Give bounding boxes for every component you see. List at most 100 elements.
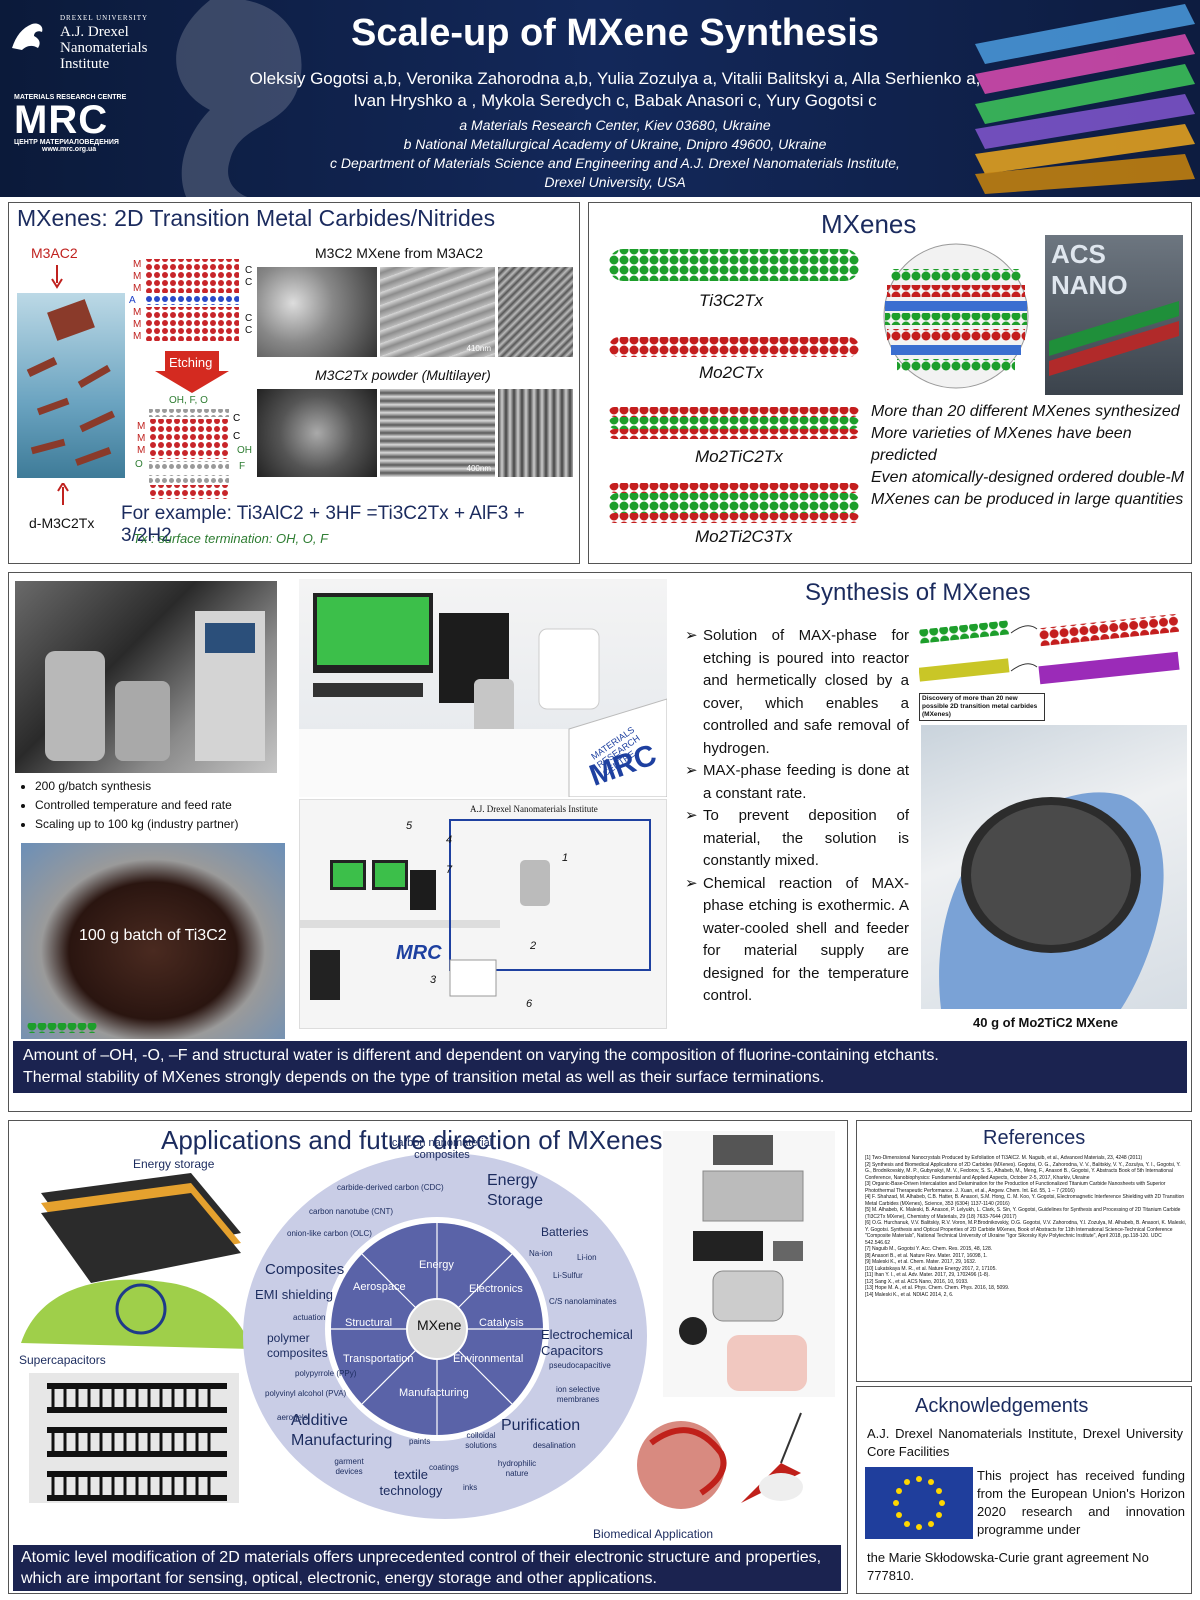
powder-caption: 40 g of Mo2TiC2 MXene: [973, 1015, 1118, 1030]
reference-item: [13] Hope M. A., et al. Phys. Chem. Chem…: [865, 1285, 1010, 1291]
layer-label: M: [133, 319, 141, 330]
small-term: colloidal solutions: [465, 1431, 497, 1450]
small-term: inks: [463, 1483, 478, 1492]
term-electrochemical-capacitors: Electrochemical Capacitors: [541, 1327, 633, 1358]
small-term: paints: [409, 1437, 431, 1446]
panel-mxenes-family: MXenes Ti3C2Tx Mo2CTx Mo2TiC2Tx Mo2Ti2C3…: [588, 202, 1192, 564]
reactor-photo: [15, 581, 277, 773]
m3ac2-label: M3AC2: [31, 245, 78, 261]
sem-image-multilayer: 400nm: [380, 389, 495, 477]
drexel-institute-line-2: Nanomaterials: [60, 40, 148, 56]
discovery-label: Discovery of more than 20 new possible 2…: [919, 693, 1045, 721]
applications-wheel: [243, 1153, 647, 1519]
poster-header: DREXEL UNIVERSITY A.J. Drexel Nanomateri…: [0, 0, 1200, 197]
note-predicted: More varieties of MXenes have been predi…: [871, 425, 1132, 464]
diagram-number: 2: [530, 940, 537, 952]
dm3c2tx-label: d-M3C2Tx: [29, 515, 95, 531]
diagram-number: 5: [406, 820, 413, 832]
cover-art-icon: [1049, 301, 1179, 376]
small-term: hydrophilic nature: [497, 1459, 537, 1478]
affiliations-block: a Materials Research Center, Kiev 03680,…: [200, 116, 1030, 192]
note-synthesized: More than 20 different MXenes synthesize…: [871, 403, 1180, 420]
ack-grant-line: the Marie Skłodowska-Curie grant agreeme…: [867, 1550, 1149, 1583]
authors-block: Oleksiy Gogotsi a,b, Veronika Zahorodna …: [200, 68, 1030, 112]
dragon-watermark-icon: [176, 0, 302, 197]
dragon-icon: [12, 23, 43, 50]
termination-label: OH, F, O: [169, 395, 208, 406]
small-term: garment devices: [334, 1457, 364, 1476]
etched-mxene-structure: OH, F, O M M M O C C OH F: [135, 395, 252, 499]
small-term: Li-ion: [577, 1253, 597, 1262]
mrc-acronym: MRC: [14, 98, 109, 142]
tem-image-layers: [498, 389, 573, 477]
structure-label: Mo2Ti2C3Tx: [695, 527, 793, 546]
term-emi-shielding: EMI shielding: [255, 1287, 334, 1302]
applications-summary-band: Atomic level modification of 2D material…: [13, 1545, 841, 1591]
mxene-sphere-illustration: [883, 243, 1029, 389]
structure-label: Ti3C2Tx: [699, 291, 764, 310]
inner-label: Structural: [345, 1317, 393, 1329]
term-purification: Purification: [501, 1417, 581, 1434]
inner-label: Aerospace: [353, 1281, 406, 1293]
layer-label: C: [245, 325, 252, 336]
center-label: MXene: [417, 1317, 462, 1333]
panel-applications: Applications and future direction of MXe…: [8, 1120, 848, 1594]
sem-image-max-particles: [257, 267, 377, 357]
ack-line-1: A.J. Drexel Nanomaterials Institute, Dre…: [867, 1426, 1183, 1459]
structure-label: Mo2TiC2Tx: [695, 447, 783, 466]
affiliation-b: b National Metallurgical Academy of Ukra…: [403, 136, 827, 152]
small-term: actuation: [293, 1313, 326, 1322]
bullet-item: 200 g/batch synthesis: [35, 777, 238, 796]
mo2ti2c3tx-structure: [609, 483, 859, 523]
drexel-institute-line-1: A.J. Drexel: [60, 24, 129, 40]
reference-item: [12] Sang X., et al. ACS Nano, 2016, 10,…: [865, 1278, 969, 1285]
summary-line-2: Thermal stability of MXenes strongly dep…: [23, 1069, 825, 1086]
termination-note: Tx : surface termination: OH, O, F: [133, 531, 329, 546]
biomedical-illustration: [637, 1412, 803, 1509]
mo2ctx-structure: [609, 337, 859, 357]
authors-line-1: Oleksiy Gogotsi a,b, Veronika Zahorodna …: [249, 69, 981, 88]
term-composites: Composites: [265, 1261, 345, 1278]
small-term: polypyrrole (PPy): [295, 1369, 357, 1378]
phone-parts-icon: [679, 1135, 807, 1391]
step-item: To prevent deposition of material, the s…: [685, 805, 909, 873]
small-term: Li-Sulfur: [553, 1271, 583, 1280]
layer-label: C: [245, 265, 252, 276]
term-polymer-composites: polymer composites: [267, 1331, 328, 1360]
diagram-number: 7: [446, 864, 453, 876]
small-term: textile technology: [379, 1467, 443, 1498]
layer-label: M: [133, 283, 141, 294]
etching-label: Etching: [169, 355, 213, 370]
mrc-url: www.mrc.org.ua: [42, 146, 97, 153]
example-reaction: For example: Ti3AlC2 + 3HF =Ti3C2Tx + Al…: [121, 503, 525, 546]
eu-funding-text: This project has received funding from t…: [977, 1468, 1185, 1537]
small-term: pseudocapacitive: [549, 1361, 611, 1370]
bullet-item: Controlled temperature and feed rate: [35, 796, 238, 815]
diagram-number: 6: [526, 998, 533, 1010]
reference-item: [3] Organic-Base-Driven Intercalation an…: [865, 1181, 1166, 1194]
hood-schematic-icon: [300, 819, 651, 1000]
etched-o-label: O: [135, 459, 143, 470]
small-term: polyvinyl alcohol (PVA): [265, 1389, 347, 1398]
small-term: Na-ion: [529, 1249, 553, 1258]
reference-item: [6] O.G. Hurchanuk, V.V. Balitskiy, R.V.…: [865, 1220, 1186, 1246]
layer-label: A: [129, 295, 136, 306]
exfoliation-illustration: [17, 293, 125, 478]
inner-label: Electronics: [469, 1283, 523, 1295]
term-additive-manufacturing: Additive Manufacturing: [291, 1412, 393, 1449]
mxene-layer-icon: [27, 1023, 97, 1033]
eu-flag-icon: [865, 1467, 973, 1539]
small-term: desalination: [533, 1441, 576, 1450]
reference-item: [4] F. Shahzad, M. Alhabeb, C.B. Hatter,…: [865, 1194, 1185, 1207]
etched-f-label: F: [239, 461, 245, 472]
poster-title: Scale-up of MXene Synthesis: [351, 12, 879, 54]
authors-line-2: Ivan Hryshko a , Mykola Seredych c, Baba…: [353, 91, 877, 110]
panel-title: References: [983, 1127, 1086, 1149]
synthesis-steps: Solution of MAX-phase for etching is pou…: [685, 625, 909, 1008]
small-term: coatings: [429, 1463, 459, 1472]
max-phase-structure: M M M A M M M C C C C: [129, 259, 252, 342]
diagram-number: 3: [430, 974, 437, 986]
panel-title: MXenes: 2D Transition Metal Carbides/Nit…: [17, 205, 496, 231]
panel-title: Synthesis of MXenes: [805, 579, 1031, 606]
inner-label: Environmental: [453, 1353, 524, 1365]
